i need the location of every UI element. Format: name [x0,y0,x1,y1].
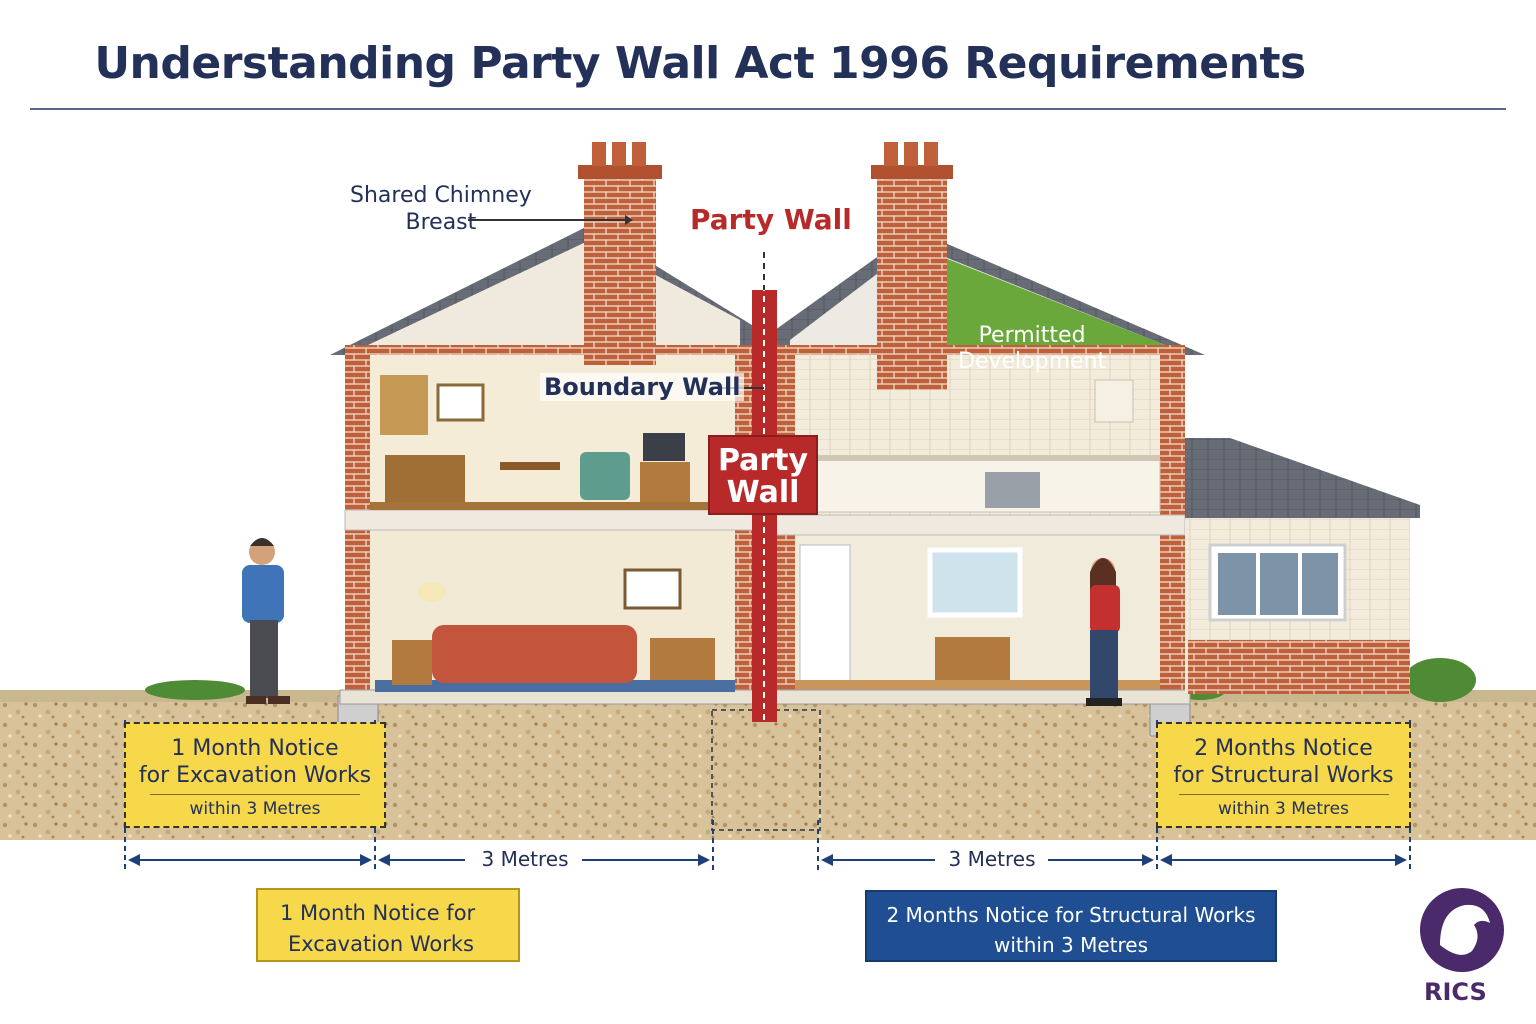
excavation-notice-box: 1 Month Notice for Excavation Works [256,888,520,962]
structural-notice-box: 2 Months Notice for Structural Works wit… [865,890,1277,962]
party-wall-center-badge: Party Wall [708,435,818,515]
excavation-notice-line1: 1 Month Notice for [280,901,476,925]
party-wall-top-label: Party Wall [690,203,852,236]
right-zone-line1: 2 Months Notice [1194,736,1373,761]
rics-logo-text: RICS [1424,978,1487,1006]
left-zone-line1: 1 Month Notice [171,736,339,761]
person-left [242,538,290,704]
left-zone-line2: for Excavation Works [138,763,372,788]
person-right [1086,558,1122,706]
right-structural-zone: 2 Months Notice for Structural Works wit… [1156,722,1411,828]
permitted-development-label: Permitted Development [958,323,1107,374]
page-title: Understanding Party Wall Act 1996 Requir… [94,38,1306,89]
title-divider [30,108,1506,110]
shared-chimney-label: Shared Chimney Breast [350,183,532,235]
measure-left-label: 3 Metres [481,847,569,871]
left-zone-line3: within 3 Metres [189,799,321,819]
excavation-notice-line2: Excavation Works [287,932,474,956]
right-zone-line3: within 3 Metres [1218,799,1349,819]
structural-notice-line1: 2 Months Notice for Structural Works [886,903,1256,927]
left-excavation-zone: 1 Month Notice for Excavation Works with… [124,722,386,828]
structural-notice-line2: within 3 Metres [993,933,1148,957]
rics-lion-icon [1420,888,1504,972]
right-zone-line2: for Structural Works [1173,763,1394,788]
boundary-wall-label: Boundary Wall [540,373,745,401]
measure-right-label: 3 Metres [948,847,1036,871]
